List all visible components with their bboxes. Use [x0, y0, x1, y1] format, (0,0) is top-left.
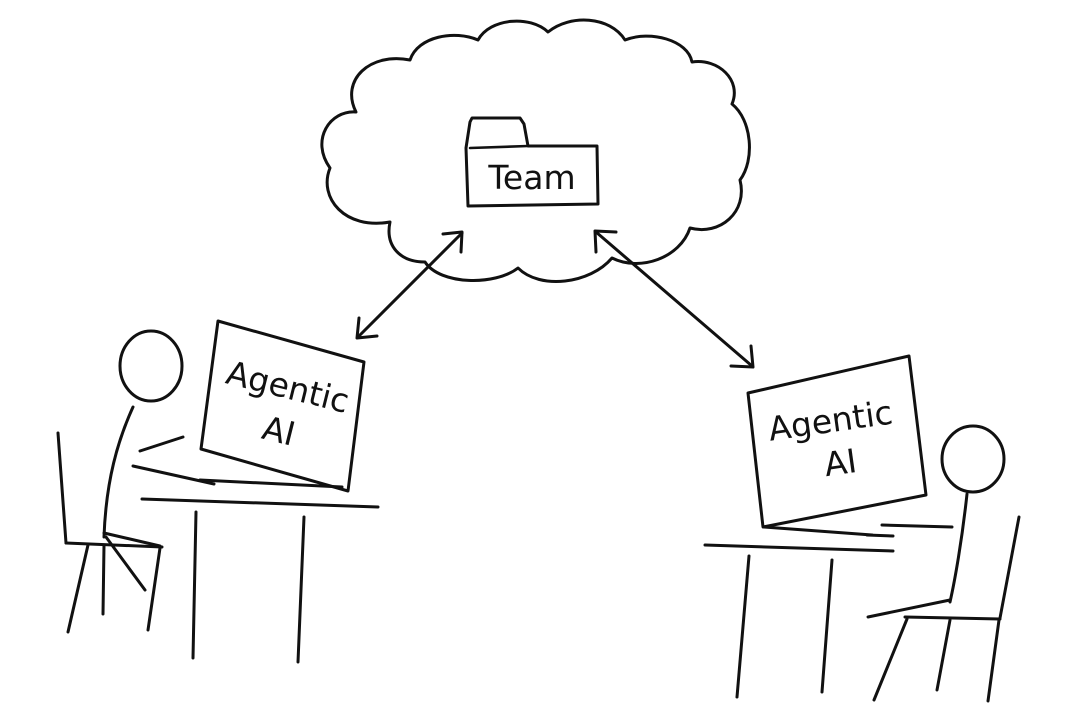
- right-person-head: [940, 424, 1006, 494]
- left-desk-top: [140, 497, 380, 509]
- right-desk-leg-1: [735, 554, 751, 699]
- right-laptop: Agentic AI: [746, 354, 928, 537]
- left-person-head: [118, 329, 184, 403]
- right-person-body: [948, 492, 969, 604]
- left-laptop-base: [198, 478, 344, 489]
- folder-outline: [464, 116, 600, 208]
- folder-icon: [464, 116, 600, 208]
- right-desk-leg-2: [820, 558, 834, 694]
- right-screen-text-line1: Agentic: [766, 393, 895, 449]
- arrow-right-head-bottom: [729, 344, 755, 369]
- arrow-right-shaft: [594, 230, 754, 368]
- arrow-left-shaft: [356, 231, 464, 339]
- right-workstation: Agentic AI: [703, 354, 1021, 703]
- right-person-thigh: [866, 598, 952, 619]
- left-chair: [56, 431, 164, 634]
- left-person-body: [102, 405, 135, 539]
- right-person-forearm: [865, 533, 895, 538]
- right-desk: [703, 543, 895, 699]
- arrow-right-sync: [593, 229, 755, 369]
- left-desk-leg-2: [296, 515, 306, 664]
- left-person-shin: [104, 535, 147, 592]
- arrow-left-sync: [355, 230, 464, 340]
- left-desk: [140, 497, 380, 664]
- left-laptop: Agentic AI: [198, 319, 366, 493]
- left-desk-leg-1: [191, 510, 198, 660]
- right-laptop-base: [762, 525, 874, 537]
- left-person-upper-arm: [138, 435, 185, 453]
- left-person-thigh: [102, 531, 162, 548]
- left-workstation: Agentic AI: [56, 319, 380, 664]
- right-laptop-screen: [746, 354, 928, 529]
- folder-label: Team: [487, 158, 575, 197]
- left-screen-text-line1: Agentic: [222, 353, 353, 421]
- team-cloud: Team: [320, 18, 751, 283]
- left-screen-text-line2: AI: [258, 408, 299, 454]
- arrow-right-head-top: [593, 229, 618, 254]
- right-chair: [872, 515, 1021, 703]
- left-laptop-screen: [199, 319, 366, 493]
- right-desk-top: [703, 543, 895, 553]
- folder-tab-line: [468, 144, 530, 150]
- right-screen-text-line2: AI: [822, 441, 859, 484]
- arrow-left-head-bottom: [355, 316, 379, 340]
- right-person: [865, 424, 1006, 619]
- arrow-left-head-top: [441, 230, 464, 254]
- right-person-upper-arm: [880, 523, 954, 529]
- cloud-outline: [320, 18, 751, 283]
